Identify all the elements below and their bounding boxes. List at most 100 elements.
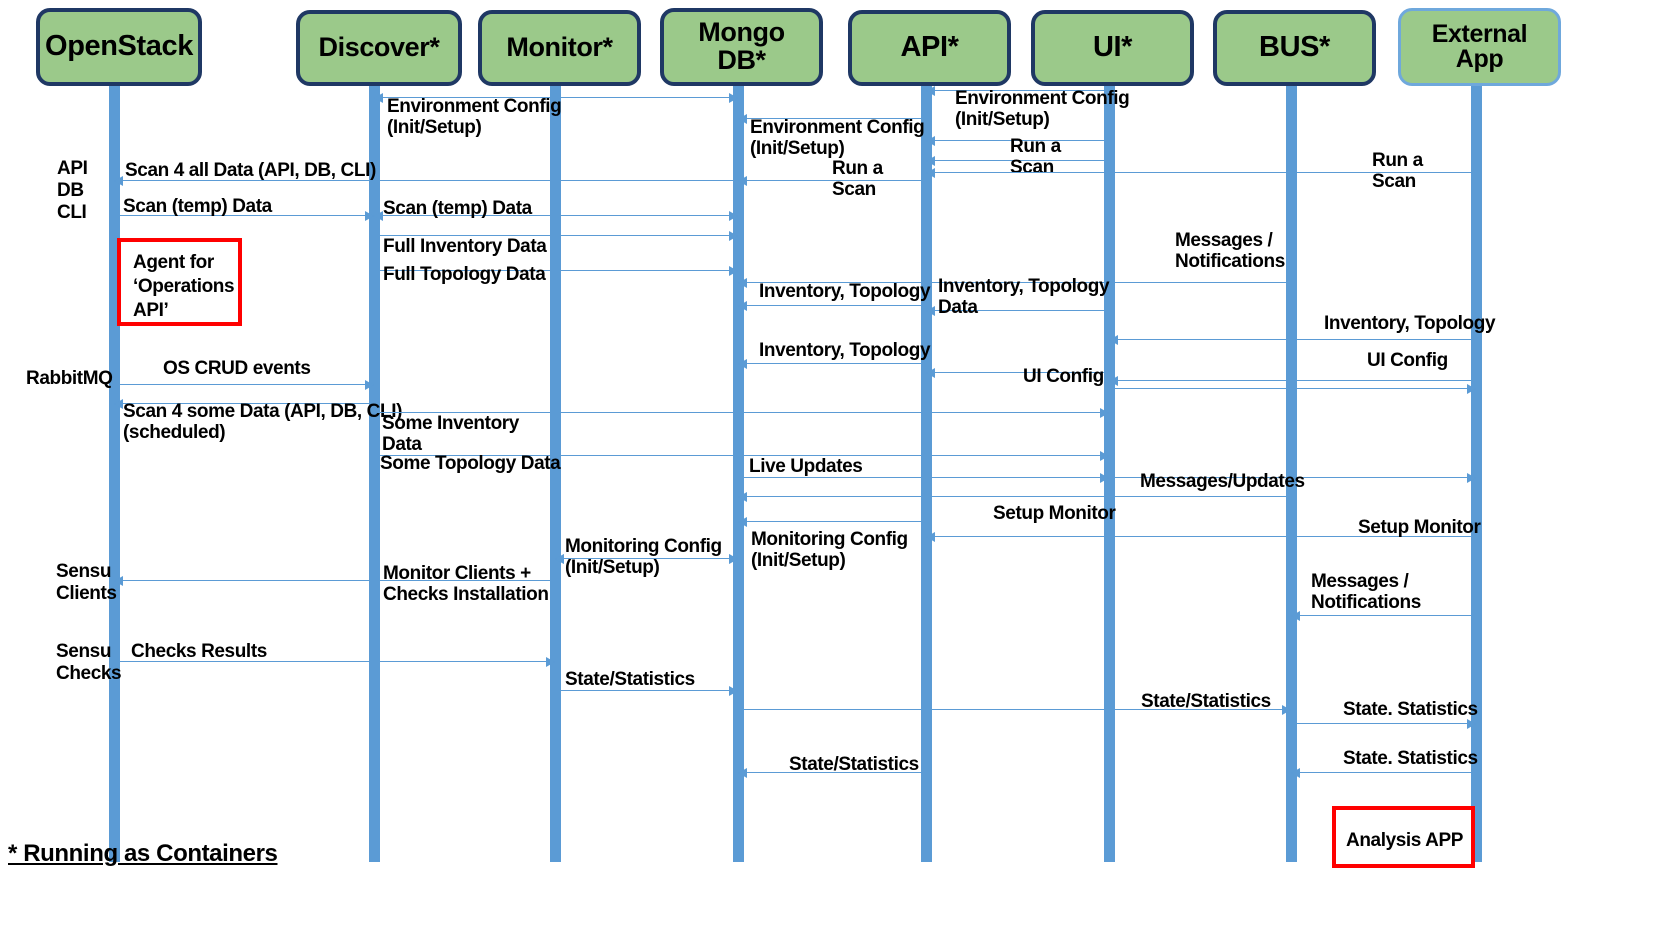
arrowhead-state-statistics-monitor-to-mongo-right xyxy=(729,686,738,696)
arrowhead-env-config-mongo-from-discover-left xyxy=(374,93,383,103)
message-line-env-config-mongo-from-discover xyxy=(374,97,738,98)
arrowhead-full-topology-data-right xyxy=(729,266,738,276)
arrowhead-ui-config-to-external-right xyxy=(1467,384,1476,394)
message-line-inventory-topology-data-ui-to-api xyxy=(926,310,1109,311)
annotation-box-analysis-app[interactable]: Analysis APP xyxy=(1332,806,1475,868)
arrowhead-inventory-topology-api-to-mongo-2-left xyxy=(738,359,747,369)
arrowhead-inventory-topology-api-to-mongo-left xyxy=(738,301,747,311)
message-label-env-config-api-from-ui: Environment Config(Init/Setup) xyxy=(955,88,1130,130)
message-line-checks-results xyxy=(114,661,555,662)
arrowhead-run-a-scan-api-to-mongo-left xyxy=(738,176,747,186)
message-line-ui-config-ui-to-api xyxy=(926,372,1109,373)
arrowhead-state-statistics-bus-to-external-right xyxy=(1467,719,1476,729)
arrowhead-scan-temp-data-discover-to-mongo-left xyxy=(374,211,383,221)
message-line-ui-config-external-to-ui xyxy=(1109,380,1476,381)
participant-box-monitor[interactable]: Monitor* xyxy=(478,10,641,86)
message-label-setup-monitor-external-to-api: Setup Monitor xyxy=(1358,517,1481,538)
message-line-state-statistics-external-to-bus xyxy=(1291,772,1476,773)
arrowhead-inventory-topology-bus-to-mongo-left xyxy=(738,278,747,288)
message-line-live-updates-back xyxy=(738,496,1291,497)
arrowhead-monitor-clients-checks-install-left xyxy=(114,576,123,586)
participant-label-monitor: Monitor* xyxy=(506,32,613,63)
message-line-ui-config-to-external xyxy=(1109,388,1476,389)
lifeline-discover xyxy=(369,84,380,862)
message-label-state-statistics-bus-to-external: State. Statistics xyxy=(1343,699,1478,720)
message-label-state-statistics-monitor-to-mongo: State/Statistics xyxy=(565,669,695,690)
message-line-env-config-mongo-inbound xyxy=(738,118,926,119)
arrowhead-checks-results-right xyxy=(546,657,555,667)
participant-label-openstack: OpenStack xyxy=(45,30,193,63)
arrowhead-ui-config-external-to-ui-left xyxy=(1109,376,1118,386)
participant-label-api: API* xyxy=(900,31,959,64)
arrowhead-inventory-topology-data-ui-to-api-left xyxy=(926,306,935,316)
arrowhead-env-config-mongo-from-discover-right xyxy=(729,93,738,103)
message-label-inventory-topology-bus-to-mongo: Messages /Notifications xyxy=(1175,230,1285,272)
participant-box-openstack[interactable]: OpenStack xyxy=(36,8,202,86)
message-label-monitor-clients-checks-install: Monitor Clients +Checks Installation xyxy=(383,563,549,605)
participant-box-ui[interactable]: UI* xyxy=(1031,10,1194,86)
message-label-state-statistics-mongo-to-bus: State/Statistics xyxy=(1141,691,1271,712)
message-line-scan-4-some-data xyxy=(114,403,374,404)
message-line-state-statistics-api-to-mongo xyxy=(738,772,926,773)
lifeline-ui xyxy=(1104,84,1115,862)
message-label-os-crud-events: OS CRUD events xyxy=(163,358,311,379)
arrowhead-ui-config-ui-to-api-left xyxy=(926,368,935,378)
arrowhead-full-inventory-data-right xyxy=(729,231,738,241)
message-label-ui-config-ui-to-api: UI Config xyxy=(1023,366,1104,387)
message-label-monitoring-config-monitor-to-mongo: Monitoring Config(Init/Setup) xyxy=(565,536,722,578)
message-label-some-topology-data: Some Topology Data xyxy=(380,453,561,474)
arrowhead-state-statistics-external-to-bus-left xyxy=(1291,768,1300,778)
arrowhead-scan-temp-data-discover-to-mongo-right xyxy=(729,211,738,221)
message-label-state-statistics-api-to-mongo: State/Statistics xyxy=(789,754,919,775)
arrowhead-messages-updates-right xyxy=(1467,473,1476,483)
annotation-box-agent-operations-api[interactable]: Agent for‘Operations API’ xyxy=(117,238,242,326)
lifeline-mongodb xyxy=(733,84,744,862)
message-line-monitoring-config-monitor-to-mongo xyxy=(555,558,738,559)
participant-label-discover: Discover* xyxy=(318,32,440,63)
annotation-text-analysis-app: Analysis APP xyxy=(1346,830,1463,851)
message-line-run-a-scan-ui-to-api xyxy=(926,160,1109,161)
arrowhead-env-config-api-inbound-left xyxy=(926,136,935,146)
participant-label-bus: BUS* xyxy=(1259,31,1330,64)
message-line-env-config-api-from-ui xyxy=(926,90,1109,91)
message-label-scan-temp-data-discover-to-mongo: Scan (temp) Data xyxy=(383,198,532,219)
lifeline-api xyxy=(921,84,932,862)
arrowhead-scan-4-all-data-left xyxy=(114,176,123,186)
lifeline-openstack xyxy=(109,84,120,862)
message-line-setup-monitor-api-to-mongo xyxy=(738,521,926,522)
message-label-env-config-mongo-from-discover: Environment Config(Init/Setup) xyxy=(387,96,562,138)
lifeline-bus xyxy=(1286,84,1297,862)
message-line-state-statistics-mongo-to-bus xyxy=(738,709,1291,710)
arrowhead-env-config-mongo-inbound-left xyxy=(738,114,747,124)
message-line-some-topology-data xyxy=(374,455,1109,456)
edge-label-rabbitmq: RabbitMQ xyxy=(26,368,113,389)
message-line-live-updates xyxy=(738,477,1109,478)
message-line-state-statistics-monitor-to-mongo xyxy=(555,690,738,691)
arrowhead-os-crud-events-right xyxy=(365,380,374,390)
message-label-messages-updates: Messages/Updates xyxy=(1140,471,1305,492)
participant-box-bus[interactable]: BUS* xyxy=(1213,10,1376,86)
participant-box-api[interactable]: API* xyxy=(848,10,1011,86)
arrowhead-setup-monitor-api-to-mongo-left xyxy=(738,517,747,527)
message-line-inventory-topology-bus-to-mongo xyxy=(738,282,1291,283)
message-label-full-topology-data: Full Topology Data xyxy=(383,264,546,285)
arrowhead-setup-monitor-external-to-api-left xyxy=(926,532,935,542)
arrowhead-scan-temp-data-os-to-discover-right xyxy=(365,211,374,221)
message-line-inventory-topology-api-to-mongo-2 xyxy=(738,363,926,364)
message-line-run-a-scan-api-to-mongo xyxy=(738,180,926,181)
lifeline-external xyxy=(1471,84,1482,862)
participant-box-discover[interactable]: Discover* xyxy=(296,10,462,86)
message-label-full-inventory-data: Full Inventory Data xyxy=(383,236,547,257)
message-label-live-updates: Live Updates xyxy=(749,456,863,477)
